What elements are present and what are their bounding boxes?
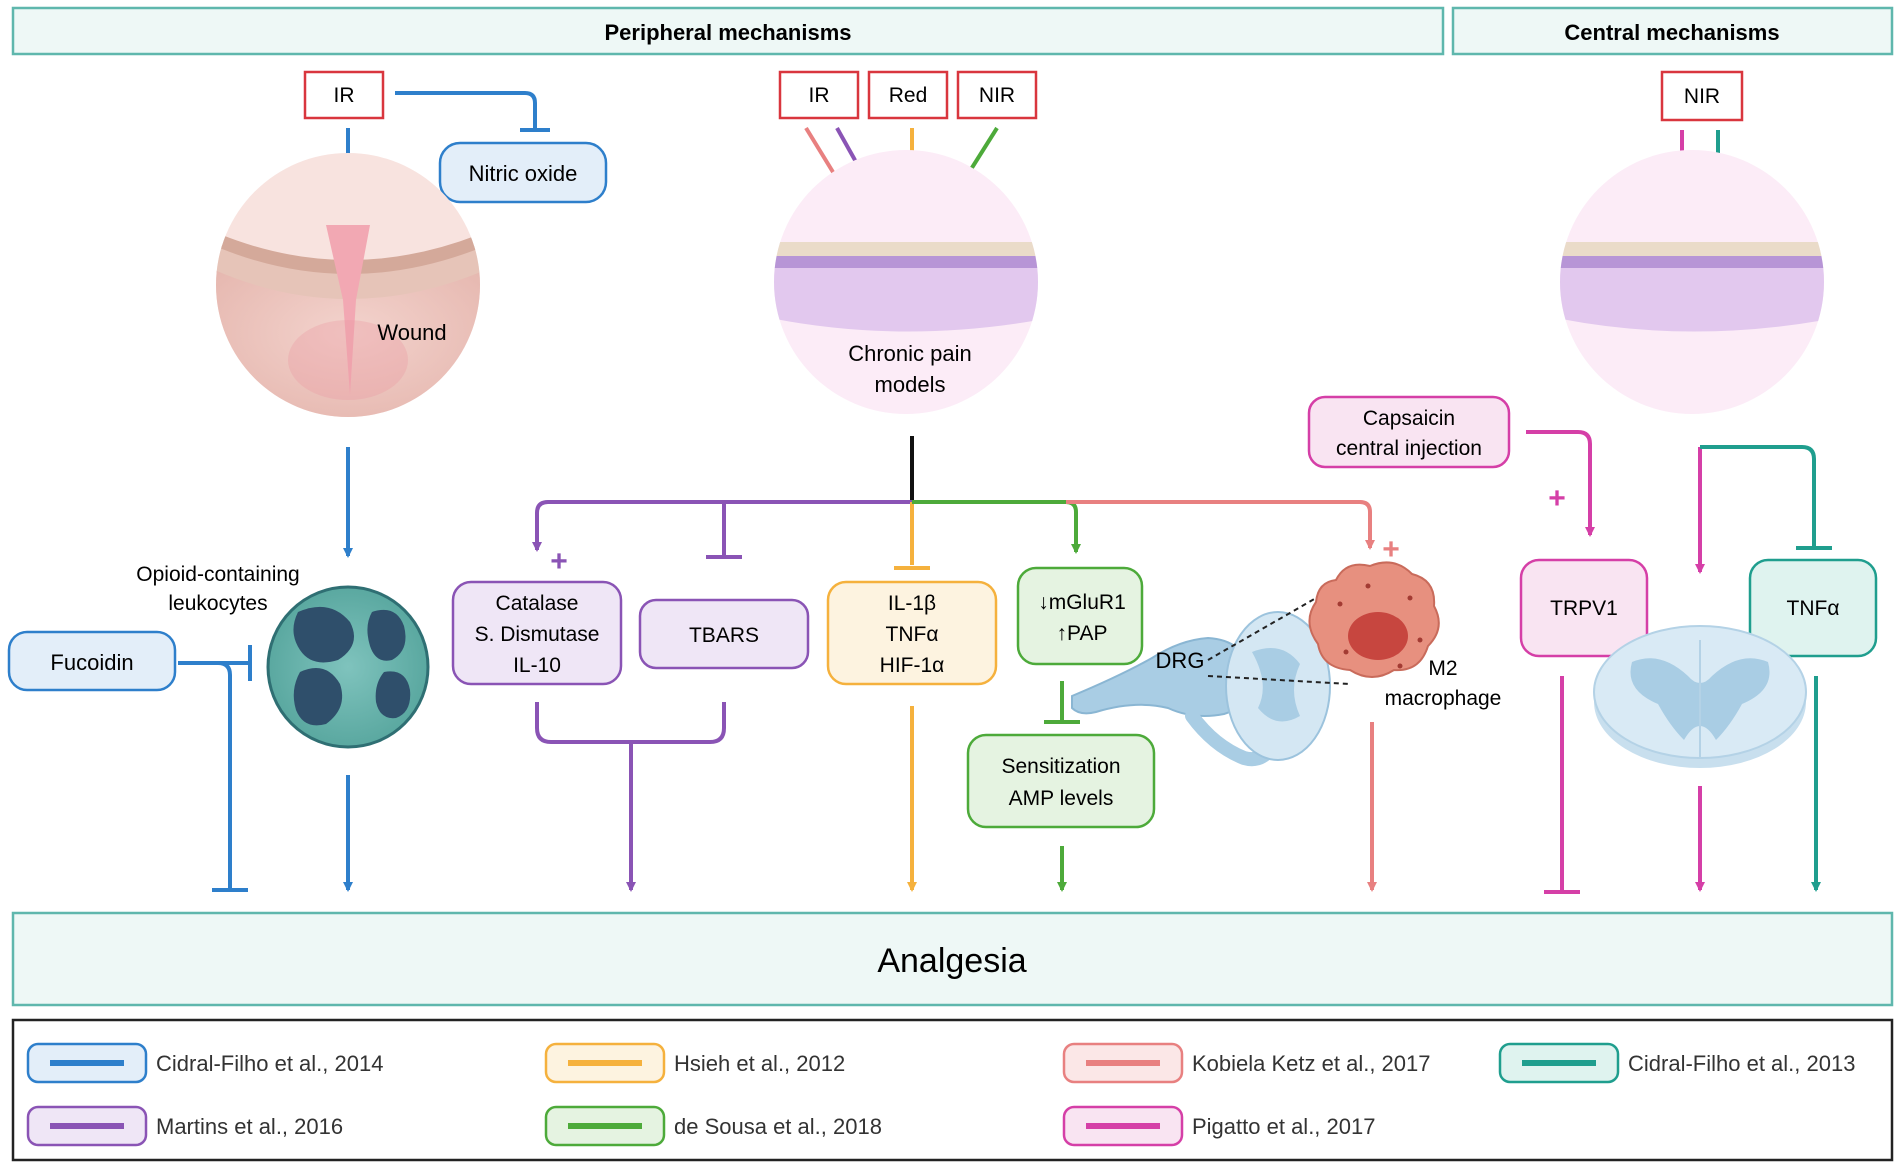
leukocyte-illustration	[266, 585, 430, 749]
branch-to-catalase	[532, 500, 912, 552]
spinal-cord-illustration	[1593, 625, 1807, 768]
svg-text:NIR: NIR	[1684, 85, 1720, 108]
trpv1-node: TRPV1	[1519, 558, 1649, 658]
legend-label: Martins et al., 2016	[156, 1114, 343, 1139]
purple-merge	[535, 702, 726, 744]
svg-text:IR: IR	[809, 84, 830, 107]
legend-label: Hsieh et al., 2012	[674, 1051, 845, 1076]
svg-text:AMP levels: AMP levels	[1009, 787, 1114, 810]
plus-sign-purple: +	[550, 545, 568, 578]
wound-illustration	[216, 153, 480, 417]
svg-text:Sensitization: Sensitization	[1001, 755, 1120, 778]
m2-label-line2: macrophage	[1385, 687, 1502, 710]
peripheral-header: Peripheral mechanisms	[11, 6, 1445, 56]
plus-sign-salmon: +	[1382, 533, 1400, 566]
svg-text:IL-10: IL-10	[513, 654, 561, 677]
opioid-label-line1: Opioid-containing	[136, 563, 299, 586]
svg-text:HIF-1α: HIF-1α	[880, 654, 945, 677]
capsaicin-node: Capsaicin central injection	[1307, 395, 1511, 469]
wound-label: Wound	[377, 320, 446, 345]
capsaicin-to-trpv1-arrow	[1526, 430, 1595, 537]
svg-text:↑PAP: ↑PAP	[1057, 622, 1108, 645]
catalase-node: Catalase S. Dismutase IL-10	[451, 580, 623, 686]
legend: Cidral-Filho et al., 2014 Hsieh et al., 2…	[26, 1042, 1855, 1147]
legend-entry: de Sousa et al., 2018	[544, 1105, 882, 1147]
tnfa-central-node: TNFα	[1748, 558, 1878, 658]
svg-text:S. Dismutase: S. Dismutase	[475, 623, 600, 646]
svg-text:TNFα: TNFα	[886, 623, 939, 646]
central-skin-illustration	[1560, 150, 1824, 414]
svg-text:Fucoidin: Fucoidin	[50, 650, 133, 675]
central-nir-source: NIR	[1660, 70, 1744, 122]
central-header-label: Central mechanisms	[1564, 20, 1779, 45]
legend-entry: Pigatto et al., 2017	[1062, 1105, 1375, 1147]
fucoidin-node: Fucoidin	[7, 630, 177, 692]
m2-label-line1: M2	[1428, 657, 1457, 680]
branch-to-mglur	[912, 500, 1081, 554]
legend-label: Kobiela Ketz et al., 2017	[1192, 1051, 1431, 1076]
legend-entry: Cidral-Filho et al., 2014	[26, 1042, 383, 1084]
analgesia-label: Analgesia	[877, 942, 1026, 980]
legend-entry: Cidral-Filho et al., 2013	[1498, 1042, 1855, 1084]
svg-text:TNFα: TNFα	[1787, 597, 1840, 620]
legend-label: Cidral-Filho et al., 2013	[1628, 1051, 1855, 1076]
legend-entry: Martins et al., 2016	[26, 1105, 343, 1147]
svg-text:Catalase: Catalase	[496, 592, 579, 615]
sensitization-node: Sensitization AMP levels	[966, 733, 1156, 829]
peripheral-header-label: Peripheral mechanisms	[604, 20, 851, 45]
svg-text:Red: Red	[889, 84, 928, 107]
chronic-nir-source: NIR	[956, 70, 1038, 120]
chronic-label-line1: Chronic pain	[848, 341, 972, 366]
plus-sign-magenta: +	[1548, 482, 1566, 515]
branch-to-macrophage	[1066, 500, 1375, 550]
chronic-ir-source: IR	[778, 70, 860, 120]
svg-text:NIR: NIR	[979, 84, 1015, 107]
chronic-label-line2: models	[875, 372, 946, 397]
cytokines-node: IL-1β TNFα HIF-1α	[826, 580, 998, 686]
svg-text:↓mGluR1: ↓mGluR1	[1038, 591, 1126, 614]
svg-text:Capsaicin: Capsaicin	[1363, 407, 1455, 430]
mglur-node: ↓mGluR1 ↑PAP	[1016, 566, 1144, 666]
legend-entry: Hsieh et al., 2012	[544, 1042, 845, 1084]
chronic-skin-illustration	[774, 150, 1038, 414]
chronic-red-source: Red	[867, 70, 949, 120]
central-header: Central mechanisms	[1451, 6, 1894, 56]
svg-text:TRPV1: TRPV1	[1550, 597, 1618, 620]
legend-box	[11, 1018, 1894, 1162]
svg-text:central injection: central injection	[1336, 437, 1482, 460]
svg-text:Nitric oxide: Nitric oxide	[469, 161, 578, 186]
svg-text:IR: IR	[334, 84, 355, 107]
analgesia-bar: Analgesia	[11, 911, 1894, 1007]
legend-entry: Kobiela Ketz et al., 2017	[1062, 1042, 1431, 1084]
macrophage-illustration	[1308, 561, 1440, 678]
svg-text:TBARS: TBARS	[689, 624, 759, 647]
central-teal-inhibit	[1700, 445, 1816, 548]
opioid-label-line2: leukocytes	[168, 592, 267, 615]
tbars-node: TBARS	[638, 598, 810, 670]
ir-inhibits-no-line	[395, 91, 537, 128]
legend-label: Cidral-Filho et al., 2014	[156, 1051, 383, 1076]
wound-ir-source: IR	[303, 70, 385, 120]
legend-label: de Sousa et al., 2018	[674, 1114, 882, 1139]
svg-text:IL-1β: IL-1β	[888, 592, 936, 615]
drg-label: DRG	[1156, 648, 1205, 673]
nitric-oxide-node: Nitric oxide	[438, 141, 608, 204]
drg-dash-bottom	[1207, 675, 1351, 685]
drg-illustration	[1071, 611, 1331, 767]
legend-label: Pigatto et al., 2017	[1192, 1114, 1375, 1139]
fucoidin-inhibits-analgesia	[178, 661, 232, 890]
drg-dash-top	[1207, 589, 1331, 661]
